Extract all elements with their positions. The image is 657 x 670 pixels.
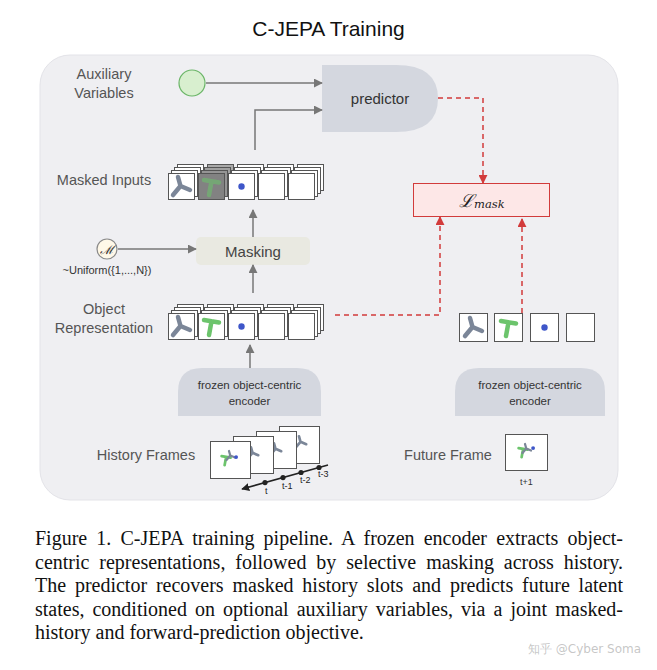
future-frame: Future Frame t+1 bbox=[398, 430, 548, 492]
time-tick bbox=[280, 475, 285, 480]
future-slot bbox=[531, 314, 559, 342]
time-label: t-2 bbox=[300, 475, 311, 485]
blue-object-icon bbox=[541, 324, 547, 330]
object-representation: Object Representation bbox=[45, 293, 335, 345]
watermark: 知乎 @Cyber Soma bbox=[528, 641, 641, 658]
mask-sampler: ℳ~Uniform({1,...,N}) bbox=[96, 238, 118, 260]
gray-object-icon bbox=[173, 177, 190, 195]
time-label: t-3 bbox=[318, 469, 329, 479]
figure-caption: Figure 1. C-JEPA training pipeline. A fr… bbox=[35, 527, 623, 645]
time-label: t+1 bbox=[505, 475, 548, 489]
row-label: Object Representation bbox=[45, 293, 163, 345]
block-outline bbox=[455, 368, 605, 416]
shape-outline bbox=[178, 368, 321, 416]
block-label: frozen object-centric encoder bbox=[455, 372, 605, 416]
flow-arrow bbox=[206, 82, 322, 84]
block-outline bbox=[178, 368, 321, 416]
masked-inputs: Masked Inputs bbox=[45, 150, 335, 210]
auxiliary-input: Auxiliary Variables bbox=[45, 66, 206, 102]
time-label: t-1 bbox=[282, 481, 293, 491]
shape-outline bbox=[455, 368, 605, 416]
flow-arrow bbox=[252, 265, 254, 293]
row-label: Future Frame bbox=[398, 430, 498, 480]
loss-arrow bbox=[438, 98, 483, 183]
future-slot bbox=[567, 314, 595, 342]
circle-outline bbox=[179, 70, 205, 96]
gray-object-icon bbox=[173, 317, 190, 335]
blue-object-icon bbox=[238, 183, 244, 189]
math-symbol: ℳ bbox=[96, 238, 118, 260]
green-object-icon bbox=[204, 180, 219, 195]
encoder-block: frozen object-centric encoder bbox=[455, 368, 605, 416]
gray-object-icon bbox=[465, 318, 482, 336]
slot-stack bbox=[289, 165, 324, 200]
time-tick bbox=[262, 480, 267, 485]
blue-object-icon bbox=[238, 323, 244, 329]
block-outline bbox=[322, 65, 438, 132]
circle-outline bbox=[97, 239, 117, 259]
loss-arrow bbox=[335, 217, 440, 315]
flow-arrow bbox=[118, 248, 196, 250]
green-object-icon bbox=[204, 320, 219, 335]
slot-stack bbox=[289, 305, 324, 340]
block-label: frozen object-centric encoder bbox=[178, 372, 321, 416]
time-label: t bbox=[265, 486, 268, 496]
loss-symbol: ℒ bbox=[458, 184, 474, 215]
background-panel bbox=[40, 55, 618, 500]
shape-outline bbox=[178, 69, 206, 97]
predictor-block: predictor bbox=[322, 65, 438, 132]
target-dashed-arrow bbox=[521, 219, 523, 313]
loss-subscript: mask bbox=[474, 196, 514, 212]
figure-title: C-JEPA Training bbox=[0, 17, 657, 41]
future-slot bbox=[460, 314, 488, 342]
masking-box: Masking bbox=[196, 237, 310, 265]
block-label: predictor bbox=[322, 65, 438, 132]
row-label: History Frames bbox=[90, 425, 202, 485]
future-slot bbox=[495, 314, 523, 342]
flow-arrow bbox=[252, 210, 254, 237]
loss-box: ℒmask bbox=[413, 183, 550, 217]
green-object-icon bbox=[501, 321, 516, 336]
history-frames: History Frames bbox=[90, 425, 210, 487]
time-tick bbox=[298, 470, 303, 475]
encoder-block: frozen object-centric encoder bbox=[178, 368, 321, 416]
row-label: Auxiliary Variables bbox=[45, 66, 163, 102]
history-frame bbox=[211, 442, 251, 479]
flow-arrow bbox=[255, 110, 322, 150]
distribution-label: ~Uniform({1,...,N}) bbox=[46, 263, 168, 277]
row-label: Masked Inputs bbox=[45, 150, 163, 210]
flow-arrow bbox=[249, 345, 251, 368]
future-frame bbox=[506, 435, 548, 471]
block-label: Masking bbox=[196, 237, 310, 265]
